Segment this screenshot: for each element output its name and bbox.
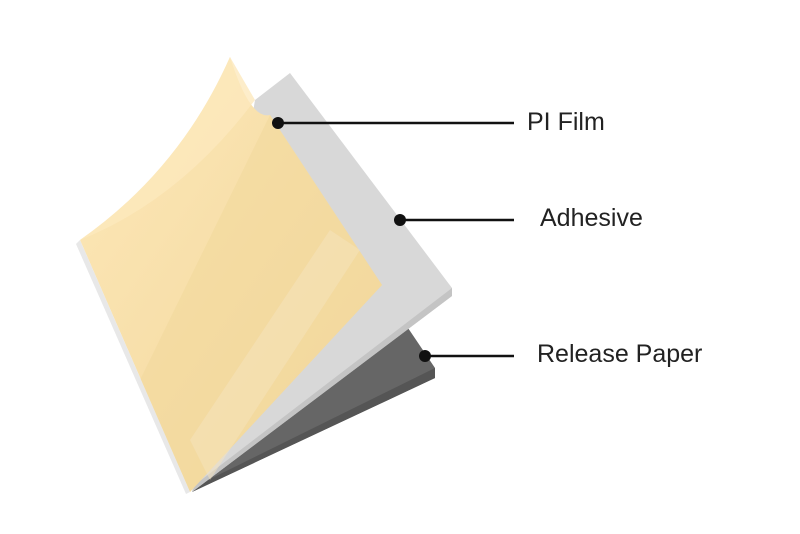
adhesive-label: Adhesive bbox=[540, 204, 643, 232]
pi-film-dot bbox=[272, 117, 284, 129]
release-paper-dot bbox=[419, 350, 431, 362]
pi-film-label: PI Film bbox=[527, 108, 605, 136]
pi-film-layer bbox=[76, 57, 382, 494]
adhesive-dot bbox=[394, 214, 406, 226]
adhesive-leader bbox=[394, 214, 514, 226]
release-paper-leader bbox=[419, 350, 514, 362]
release-paper-layer bbox=[192, 328, 435, 492]
pi-film-leader bbox=[272, 117, 514, 129]
release-paper-label: Release Paper bbox=[537, 340, 703, 368]
